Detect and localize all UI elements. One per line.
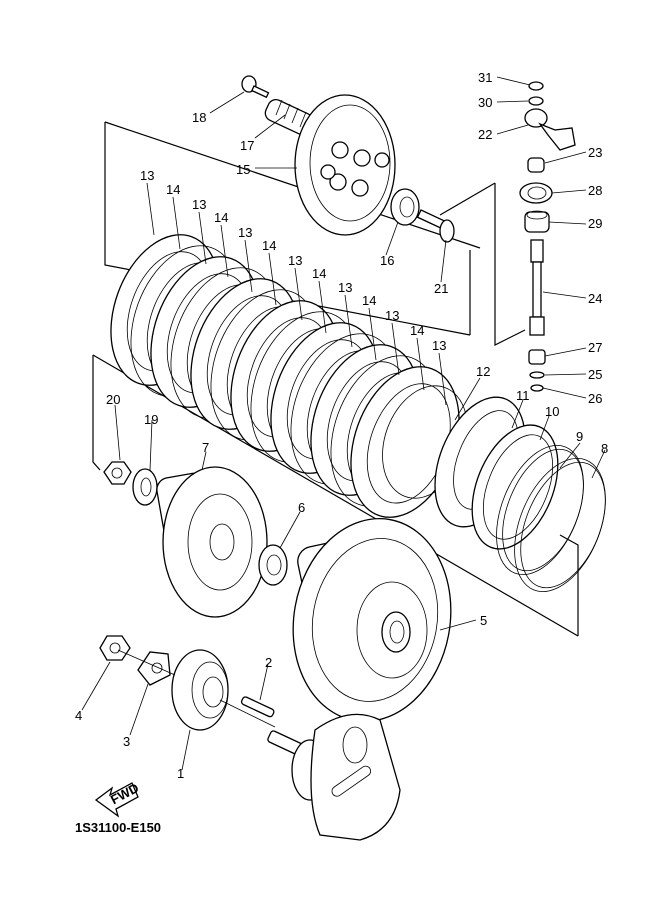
part-28-bearing — [519, 182, 553, 204]
leader-line — [220, 224, 229, 278]
leader-line — [294, 267, 303, 321]
callout-13: 13 — [140, 168, 154, 183]
leader-line — [344, 294, 353, 348]
callout-24: 24 — [588, 291, 602, 306]
callout-14: 14 — [312, 266, 326, 281]
callout-13: 13 — [192, 197, 206, 212]
part-29-needle-bearing — [524, 210, 550, 233]
callout-4: 4 — [75, 708, 82, 723]
callout-14: 14 — [214, 210, 228, 225]
callout-14: 14 — [166, 182, 180, 197]
leader-line — [244, 239, 253, 293]
callout-13: 13 — [338, 280, 352, 295]
leader-line — [318, 280, 327, 334]
plate-stack — [110, 234, 460, 518]
part-7-clutch-boss — [156, 466, 268, 618]
part-9-seat — [496, 444, 584, 576]
leader-line — [438, 352, 447, 406]
callout-8: 8 — [601, 441, 608, 456]
leader-line — [368, 307, 377, 361]
callout-15: 15 — [236, 162, 250, 177]
part-18-bolt — [241, 75, 270, 99]
leader-line — [198, 211, 207, 265]
part-21-pushrod — [416, 209, 455, 243]
callout-26: 26 — [588, 391, 602, 406]
part-30-washer — [528, 96, 544, 106]
part-24-shaft — [529, 239, 545, 336]
crankshaft — [267, 713, 401, 841]
callout-16: 16 — [380, 253, 394, 268]
callout-18: 18 — [192, 110, 206, 125]
part-26-clip — [530, 384, 544, 392]
part-20-nut — [103, 461, 132, 485]
plate-callouts: 13 14 13 14 13 14 13 14 13 14 13 14 13 — [140, 168, 447, 406]
part-3-lock-washer — [137, 651, 171, 686]
callout-20: 20 — [106, 392, 120, 407]
callout-13: 13 — [385, 308, 399, 323]
callout-17: 17 — [240, 138, 254, 153]
part-25-washer — [529, 371, 545, 379]
callout-10: 10 — [545, 404, 559, 419]
callout-13: 13 — [432, 338, 446, 353]
callout-1: 1 — [177, 766, 184, 781]
drawing-code: 1S31100-E150 — [75, 820, 161, 835]
part-23-spring — [527, 157, 545, 173]
callout-7: 7 — [202, 440, 209, 455]
callout-28: 28 — [588, 183, 602, 198]
part-5-clutch-housing — [292, 517, 452, 723]
callout-2: 2 — [265, 655, 272, 670]
part-1-gear — [171, 649, 229, 731]
bracket-shaft — [439, 182, 526, 346]
part-31-circlip — [528, 81, 544, 91]
leader-line — [146, 182, 155, 236]
callout-labels: 18 17 15 16 21 31 30 22 23 28 29 24 27 2… — [75, 70, 608, 781]
callout-14: 14 — [262, 238, 276, 253]
callout-29: 29 — [588, 216, 602, 231]
fwd-arrow-icon: FWD — [94, 780, 141, 818]
leader-line — [172, 196, 181, 250]
part-8-spring — [514, 457, 606, 593]
callout-30: 30 — [478, 95, 492, 110]
callout-22: 22 — [478, 127, 492, 142]
part-2-key — [240, 696, 275, 718]
part-15-pressure-plate — [294, 94, 396, 236]
callout-25: 25 — [588, 367, 602, 382]
callout-5: 5 — [480, 613, 487, 628]
callout-12: 12 — [476, 364, 490, 379]
callout-27: 27 — [588, 340, 602, 355]
callout-19: 19 — [144, 412, 158, 427]
part-16-bearing — [390, 188, 420, 226]
callout-3: 3 — [123, 734, 130, 749]
part-27-needle-bearing — [528, 349, 546, 365]
part-22-lever — [524, 108, 576, 151]
part-17-spring — [264, 98, 314, 136]
callout-9: 9 — [576, 429, 583, 444]
part-19-washer — [132, 468, 158, 506]
callout-14: 14 — [410, 323, 424, 338]
leader-line — [391, 322, 400, 376]
callout-21: 21 — [434, 281, 448, 296]
part-4-nut — [99, 635, 131, 661]
callout-6: 6 — [298, 500, 305, 515]
leader-line — [268, 252, 277, 306]
callout-13: 13 — [288, 253, 302, 268]
callout-23: 23 — [588, 145, 602, 160]
callout-13: 13 — [238, 225, 252, 240]
leader-line — [416, 337, 425, 391]
callout-11: 11 — [516, 388, 530, 403]
bracket-upper — [104, 121, 481, 336]
callout-14: 14 — [362, 293, 376, 308]
part-6-washer — [258, 544, 288, 586]
leader-lines — [81, 76, 606, 771]
callout-31: 31 — [478, 70, 492, 85]
